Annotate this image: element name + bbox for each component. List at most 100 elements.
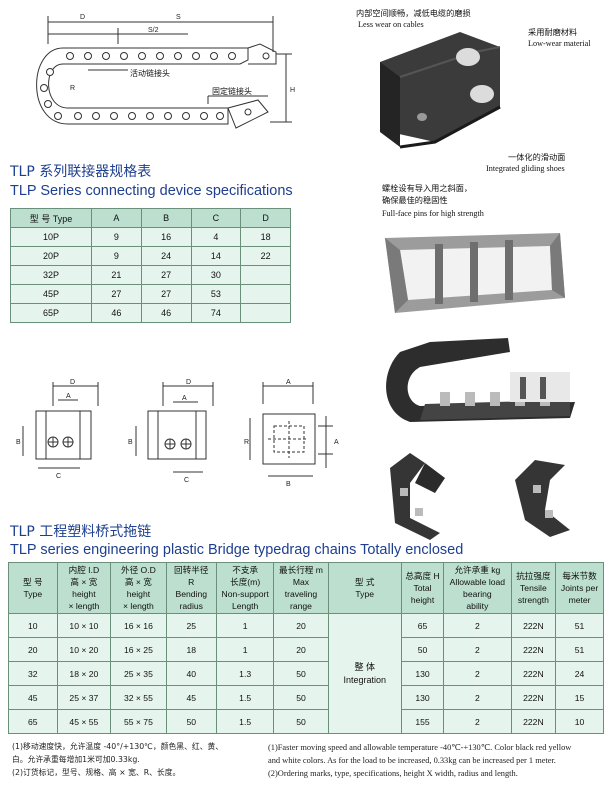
cell: 222N: [510, 685, 557, 710]
diag3-label-a-side: A: [334, 439, 339, 446]
cell: 20: [8, 637, 58, 662]
cell: 45: [165, 685, 217, 710]
note-en-1: (1)Faster moving speed and allowable tem…: [268, 743, 572, 752]
note-cn-1b: 白。允许承重每增加1米可加0.33kg.: [12, 755, 140, 764]
diag1-label-c: C: [56, 473, 61, 480]
cell: 25: [165, 613, 217, 638]
table-row: 45 25 × 37 32 × 55 45 1.5 50 130 2 222N …: [8, 685, 604, 710]
cell: 32 × 55: [110, 685, 167, 710]
cell: 20: [273, 613, 329, 638]
diag2-label-a: A: [182, 395, 187, 402]
diag1-label-b: B: [16, 439, 21, 446]
diag3-label-b: B: [286, 481, 291, 488]
cell: 2: [443, 637, 512, 662]
cell: 10 × 10: [56, 613, 112, 638]
cell: 65P: [10, 303, 92, 323]
cell: 55 × 75: [110, 709, 167, 734]
merged-type-cn: 整 体: [354, 661, 375, 672]
cell: 50: [273, 709, 329, 734]
cell: 20: [273, 637, 329, 662]
cell: 25 × 37: [56, 685, 112, 710]
cell: 32: [8, 661, 58, 686]
cell: 51: [555, 613, 604, 638]
cell: 222N: [510, 637, 557, 662]
cell: 50: [400, 637, 445, 662]
cell: 18 × 20: [56, 661, 112, 686]
cell: 46: [140, 303, 192, 323]
callout-pins-cn2: 确保最佳的稳固性: [382, 196, 448, 205]
notes-cn: (1)移动速度快，允许温度 -40°/+130℃，颜色黑、红、黄、 白。允许承重…: [12, 740, 257, 779]
cell: 9: [91, 227, 142, 247]
callout-pins-en: Full-face pins for high strength: [382, 209, 484, 218]
cell: 18: [165, 637, 217, 662]
cell: 53: [190, 284, 242, 304]
table-row: 20 10 × 20 16 × 25 18 1 20 50 2 222N 51: [8, 637, 604, 662]
cell: 4: [190, 227, 242, 247]
cell: 16: [140, 227, 192, 247]
diag1-label-a: A: [66, 393, 71, 400]
dim-label-s: S: [176, 14, 181, 21]
cell: 16 × 16: [110, 613, 167, 638]
cell: 74: [190, 303, 242, 323]
cell: 1: [215, 637, 275, 662]
cell: 40: [165, 661, 217, 686]
cell: 2: [443, 661, 512, 686]
cell: 27: [91, 284, 142, 304]
note-cn-1: (1)移动速度快，允许温度 -40°/+130℃，颜色黑、红、黄、: [12, 742, 224, 751]
cell: 16 × 25: [110, 637, 167, 662]
cell: 10 × 20: [56, 637, 112, 662]
cell: [240, 284, 291, 304]
cell: 1.5: [215, 709, 275, 734]
table-row: 65 45 × 55 55 × 75 50 1.5 50 155 2 222N …: [8, 709, 604, 734]
cell: 46: [91, 303, 142, 323]
cell: 24: [140, 246, 192, 266]
cell: 9: [91, 246, 142, 266]
drag-chain-photo: [386, 338, 575, 422]
movable-connector-label: 活动链接头: [130, 68, 170, 78]
callout-pins-cn1: 螺栓设有导入用之斜面，: [382, 184, 473, 193]
chain-segment-photo-right: [515, 460, 570, 537]
col-header-c: C: [190, 208, 242, 228]
cell: 27: [140, 284, 192, 304]
diag3-label-a: A: [286, 379, 291, 386]
cell: 222N: [510, 613, 557, 638]
cell: 2: [443, 685, 512, 710]
cell: 130: [400, 661, 445, 686]
chain-dimension-diagram: D S S/2 R H 活动链接头 固定链接头: [36, 14, 295, 129]
chain-link-closeup-illustration: [380, 32, 501, 149]
callout-material-cn: 采用耐磨材料: [528, 28, 578, 37]
callout-gliding-cn: 一体化的滑动面: [508, 153, 566, 162]
note-cn-2: (2)订货标记，型号、规格、高 × 宽、R、长度。: [12, 768, 181, 777]
cell: 1.5: [215, 685, 275, 710]
col-header-b: B: [140, 208, 192, 228]
diag2-label-c: C: [184, 477, 189, 484]
section1-title-cn: TLP 系列联接器规格表: [10, 164, 152, 180]
cell: 22: [240, 246, 291, 266]
cell: 50: [273, 685, 329, 710]
fixed-connector-label: 固定链接头: [212, 86, 252, 96]
cell: 50: [273, 661, 329, 686]
col-header-type: 型 号 Type: [10, 208, 92, 228]
cell: 130: [400, 685, 445, 710]
cell: 155: [400, 709, 445, 734]
note-en-1b: and white colors. As for the load to be …: [268, 756, 556, 765]
diag2-label-d: D: [186, 379, 191, 386]
cell: 10: [555, 709, 604, 734]
table-row: 32 18 × 20 25 × 35 40 1.3 50 130 2 222N …: [8, 661, 604, 686]
cell: 1.3: [215, 661, 275, 686]
